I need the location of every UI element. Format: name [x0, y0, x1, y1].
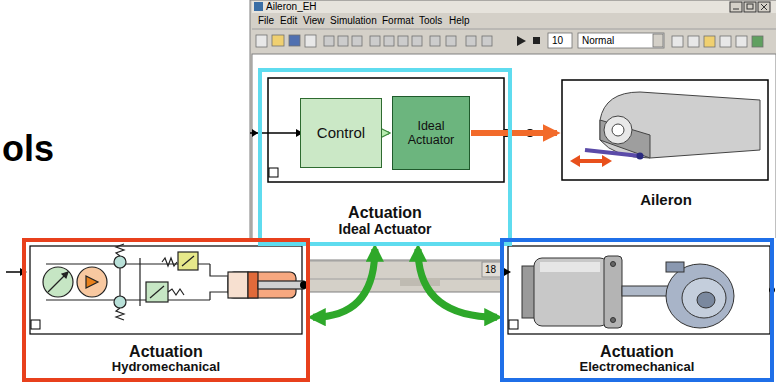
aileron-outline — [562, 80, 768, 180]
menu-item: View — [303, 15, 325, 26]
menu-item: Simulation — [330, 15, 377, 26]
control-block: Control — [300, 98, 382, 168]
window-buttons — [730, 2, 770, 12]
swap-arrow — [313, 249, 375, 317]
schematic-outline — [508, 246, 770, 334]
node-text: Actuation — [600, 343, 674, 361]
actuator-block: Ideal Actuator — [392, 96, 470, 170]
menu-divider — [252, 29, 776, 30]
signal-arrow — [471, 130, 557, 136]
node-text: Actuation — [129, 343, 203, 361]
status-text: 18 — [485, 264, 496, 275]
signal-arrow — [383, 132, 389, 135]
menu-item: Tools — [419, 15, 442, 26]
input-arrowhead — [504, 268, 511, 276]
node-text: Electromechanical — [580, 360, 695, 375]
subsystem-icon — [269, 168, 278, 177]
panel-ground — [500, 238, 776, 381]
actuator-panel: ActuationElectromechanical — [500, 238, 774, 382]
model-canvas — [252, 54, 776, 260]
node-text: Hydromechanical — [112, 360, 220, 375]
motion-arrow — [570, 155, 612, 167]
aileron-block: Aileron — [560, 76, 772, 212]
subsystem-icon — [31, 320, 40, 329]
node-text: Aileron — [640, 192, 692, 209]
title-bar — [252, 1, 776, 13]
aileron-wing — [585, 92, 760, 160]
menu-item: Format — [382, 15, 414, 26]
toolbar-icons — [256, 33, 763, 48]
schematic-outline — [30, 246, 302, 334]
motor-gearbox — [522, 256, 734, 328]
node-text: Ideal Actuator — [339, 222, 432, 238]
node-text: Actuation — [348, 204, 422, 222]
panel-ground — [22, 238, 310, 381]
hydraulic-schematic — [43, 244, 304, 320]
stop-time-field: 10 — [552, 35, 563, 46]
window-title: Aileron_EH — [266, 1, 317, 12]
title-fragment: ols — [2, 128, 54, 170]
node-text: Ideal Actuator — [395, 119, 467, 147]
menu-item: File — [258, 15, 274, 26]
subsystem-outline — [268, 78, 504, 182]
menu-item: Help — [449, 15, 470, 26]
subsystem-block: ActuationIdeal ActuatorControlIdeal Actu… — [258, 68, 512, 246]
actuator-panel: ActuationHydromechanical — [22, 238, 310, 382]
input-line — [262, 132, 296, 134]
mode-dropdown: Normal — [582, 35, 614, 46]
status-field — [482, 262, 502, 277]
swap-arrow — [418, 249, 497, 317]
subsystem-icon — [509, 320, 518, 329]
window-icon — [254, 2, 263, 11]
node-text: Control — [317, 125, 365, 142]
menu-item: Edit — [280, 15, 297, 26]
